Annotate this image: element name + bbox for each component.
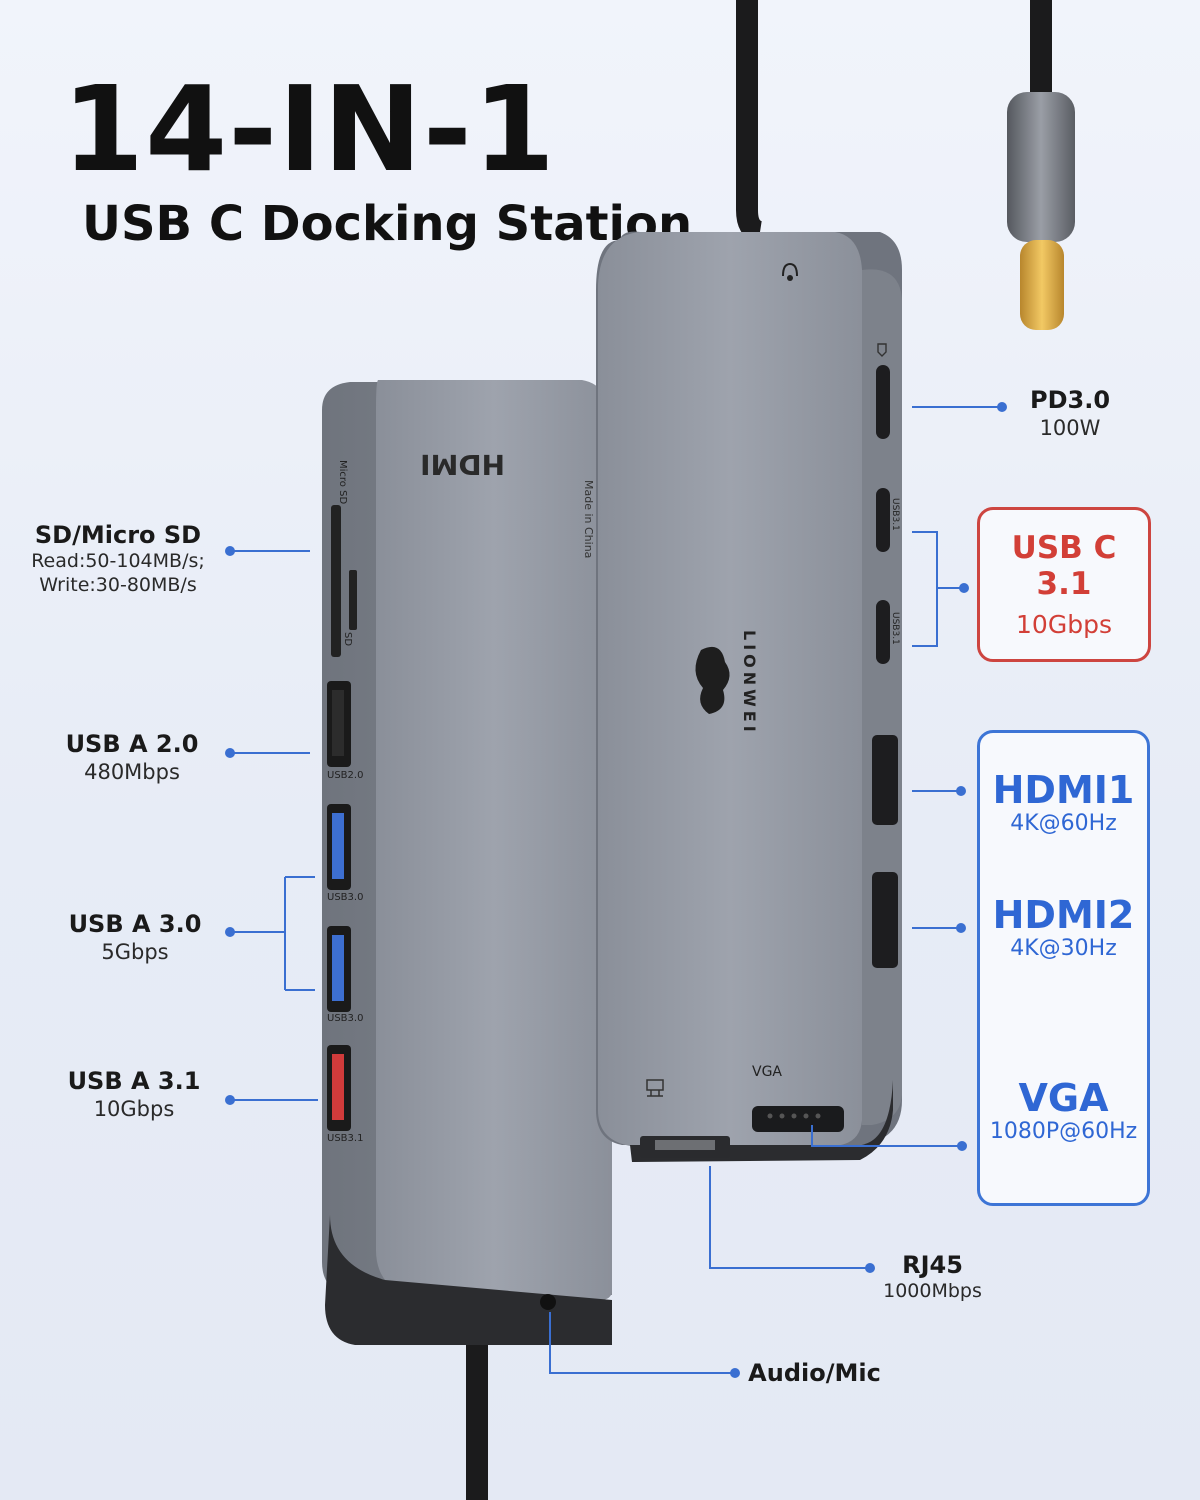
usb-c-callout-box: USB C 3.1 10Gbps xyxy=(977,507,1151,662)
audio-jack xyxy=(540,1294,556,1310)
label-vga-spec: 1080P@60Hz xyxy=(989,1118,1138,1144)
made-in-label: Made in China xyxy=(582,480,595,558)
left-unit-body xyxy=(376,380,612,1300)
label-sd-name: SD/Micro SD xyxy=(34,521,202,549)
label-rj45-name: RJ45 xyxy=(902,1251,963,1279)
brand-mark: LIONWEI xyxy=(740,630,759,736)
usb20-print: USB2.0 xyxy=(327,770,363,781)
label-hdmi2-spec: 4K@30Hz xyxy=(1010,935,1117,961)
label-audio-name: Audio/Mic xyxy=(748,1359,881,1387)
label-audio-mic: Audio/Mic xyxy=(742,1358,887,1388)
label-usb-c-spec: 10Gbps xyxy=(1016,610,1112,639)
label-usb-a20-spec: 480Mbps xyxy=(84,760,180,784)
label-vga-name: VGA xyxy=(1018,1075,1109,1120)
label-usb-a30-spec: 5Gbps xyxy=(101,940,169,964)
label-rj45: RJ45 1000Mbps xyxy=(870,1250,995,1304)
connector-dots xyxy=(225,402,1007,1378)
vga-print: VGA xyxy=(752,1064,782,1080)
label-sd-read: Read:50-104MB/s; xyxy=(31,550,205,572)
headphone-icon xyxy=(782,262,798,281)
label-sd-micro-sd: SD/Micro SD Read:50-104MB/s; Write:30-80… xyxy=(18,520,218,598)
sd-slot xyxy=(331,505,341,657)
hdmi2-port xyxy=(872,872,898,968)
right-unit-body xyxy=(598,232,862,1146)
usb30-print-2: USB3.0 xyxy=(327,1013,363,1024)
side-usb31-print-1: USB3.1 xyxy=(890,498,900,531)
side-usb31-print-2: USB3.1 xyxy=(890,612,900,645)
display-callout-box: HDMI1 4K@60Hz HDMI2 4K@30Hz VGA 1080P@60… xyxy=(977,730,1150,1206)
label-usb-a31-spec: 10Gbps xyxy=(93,1097,175,1121)
label-usb-a30-name: USB A 3.0 xyxy=(68,910,202,938)
label-pd-name: PD3.0 xyxy=(1029,386,1111,414)
headline-title: 14-IN-1 xyxy=(62,60,556,198)
top-cable xyxy=(736,0,763,243)
usb-c-port-1 xyxy=(876,488,890,552)
label-usb-a31: USB A 3.1 10Gbps xyxy=(44,1066,224,1122)
usb30-print-1: USB3.0 xyxy=(327,892,363,903)
hdmi1-port xyxy=(872,735,898,825)
micro-sd-print: Micro SD xyxy=(337,460,348,504)
label-hdmi2-name: HDMI2 xyxy=(992,892,1135,937)
usb-c-port-2 xyxy=(876,600,890,664)
lionwei-logo xyxy=(695,646,730,714)
ethernet-icon xyxy=(646,1079,664,1097)
hdmi-logo: HDMI xyxy=(420,448,505,481)
label-usb-a31-name: USB A 3.1 xyxy=(67,1067,201,1095)
usb-c-plug-tip xyxy=(1020,240,1064,330)
label-rj45-spec: 1000Mbps xyxy=(883,1280,982,1302)
pd-port xyxy=(876,365,890,439)
connector-lines xyxy=(230,406,1002,1374)
label-pd: PD3.0 100W xyxy=(1010,385,1130,441)
label-usb-a20: USB A 2.0 480Mbps xyxy=(42,729,222,785)
usb-c-plug-body xyxy=(1007,92,1075,242)
label-pd-spec: 100W xyxy=(1039,416,1101,440)
label-hdmi1-name: HDMI1 xyxy=(992,768,1135,812)
label-usb-a20-name: USB A 2.0 xyxy=(65,730,199,758)
label-sd-write: Write:30-80MB/s xyxy=(39,573,197,596)
vga-port xyxy=(752,1106,844,1132)
left-unit-base xyxy=(325,1215,612,1345)
usb31-print: USB3.1 xyxy=(327,1133,363,1144)
label-hdmi1-spec: 4K@60Hz xyxy=(1010,810,1117,836)
sd-print: SD xyxy=(342,632,353,646)
micro-sd-slot xyxy=(349,570,357,630)
power-delivery-icon xyxy=(877,343,887,357)
headline-subtitle: USB C Docking Station xyxy=(82,196,693,252)
label-usb-a30: USB A 3.0 5Gbps xyxy=(45,909,225,965)
label-usb-c-name: USB C 3.1 xyxy=(1011,530,1117,602)
